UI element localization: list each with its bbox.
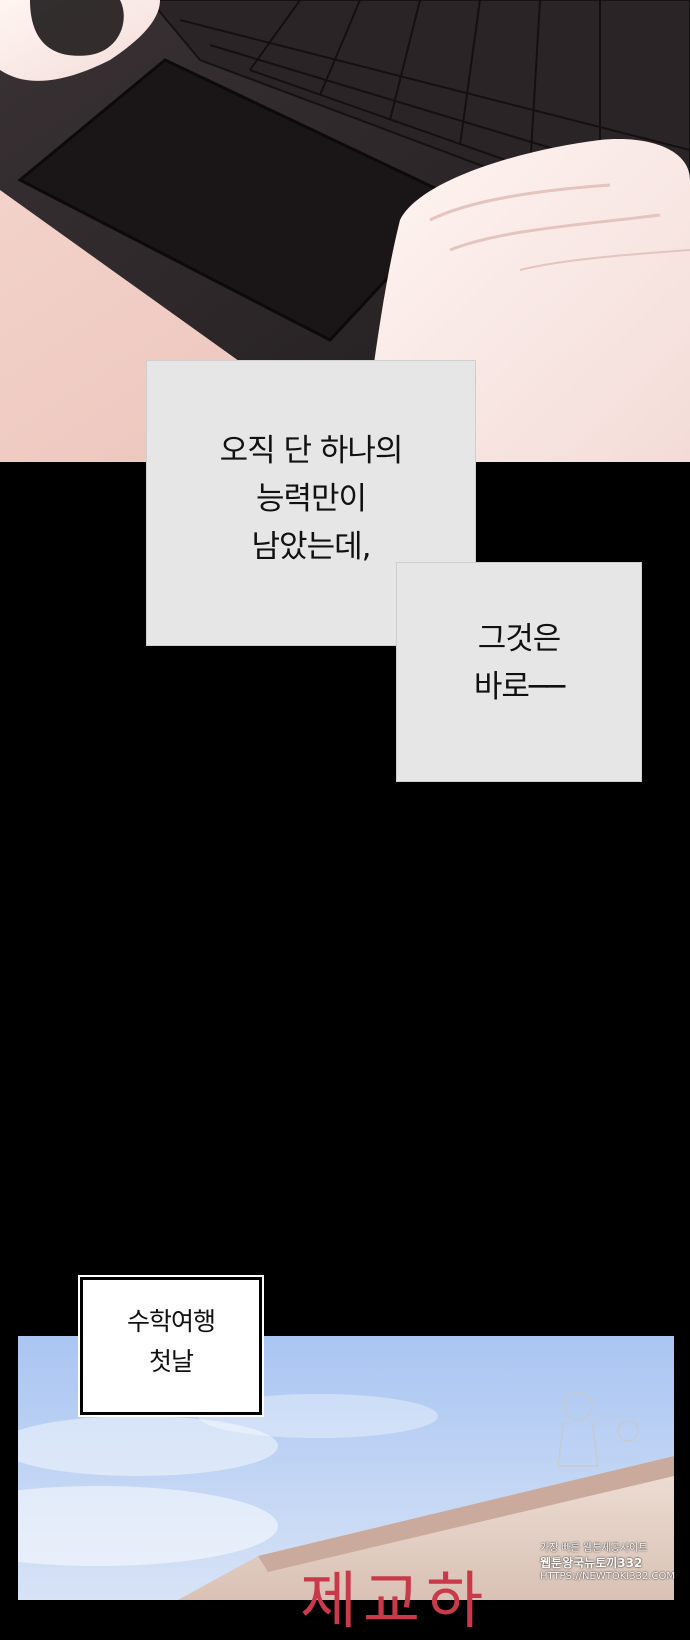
narration-box-2: 그것은 바로── [396,562,642,782]
narration-line: 그것은 [477,621,562,657]
school-sign-text: 제교하 [300,1564,490,1637]
school-panel [18,1336,674,1600]
watermark-line: 웹툰왕국뉴토끼332 [540,1556,643,1570]
narration-line: 바로── [473,669,565,705]
watermark: 가장 빠른 웹툰제공사이트 웹툰왕국뉴토끼332 HTTPS://NEWTOKI… [540,1542,680,1584]
narration-line: 능력만이 [255,481,367,517]
school-illustration [18,1336,674,1600]
caption-line: 수학여행 [126,1307,216,1336]
caption-box: 수학여행 첫날 [80,1277,262,1415]
caption-line: 첫날 [148,1347,194,1376]
narration-line: 오직 단 하나의 [219,433,404,469]
watermark-line: 가장 빠른 웹툰제공사이트 [540,1543,648,1554]
narration-line: 남았는데, [251,529,372,565]
watermark-line: HTTPS://NEWTOKI332.COM [540,1571,675,1582]
